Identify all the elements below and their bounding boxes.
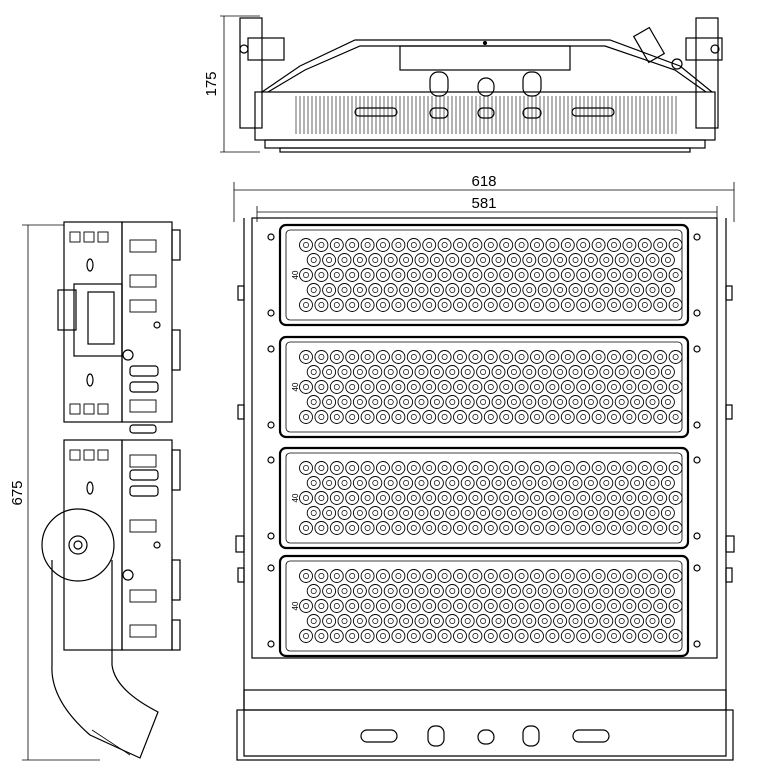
side-view xyxy=(22,221,181,761)
dim-overall-width: 618 xyxy=(471,173,496,190)
dim-top-height: 175 xyxy=(203,71,220,96)
led-module: 40 xyxy=(267,335,701,439)
front-view: 40 40 40 40 xyxy=(233,182,735,761)
module-marking: 40 xyxy=(291,493,300,502)
led-module: 40 xyxy=(267,446,701,550)
led-module: 40 xyxy=(267,554,701,658)
led-module: 40 xyxy=(267,223,701,327)
module-marking: 40 xyxy=(291,270,300,279)
dim-side-height: 675 xyxy=(9,480,26,505)
module-marking: 40 xyxy=(291,382,300,391)
top-view xyxy=(220,15,723,153)
module-marking: 40 xyxy=(291,601,300,610)
dim-module-width: 581 xyxy=(471,195,496,212)
